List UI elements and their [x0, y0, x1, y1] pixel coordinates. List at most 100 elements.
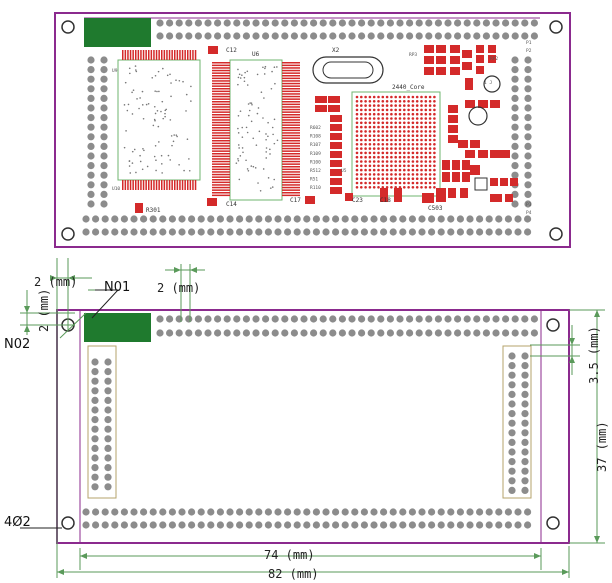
- header-pin: [281, 19, 289, 27]
- u6-pin: [282, 121, 300, 124]
- header-pin: [159, 521, 167, 529]
- bga-ball: [355, 143, 359, 146]
- bga-ball: [364, 100, 367, 103]
- bga-ball: [415, 134, 419, 137]
- bga-ball: [415, 155, 419, 159]
- bga-ball: [407, 160, 410, 163]
- silk-dot: [142, 117, 145, 120]
- smd-part: [490, 100, 500, 108]
- bga-ball: [385, 112, 389, 116]
- header-pin: [281, 329, 289, 337]
- top-view-board: C12 U6 X2 2440_Core C14 C17 C23 C503 R30…: [54, 12, 571, 248]
- header-pin: [504, 215, 512, 223]
- silk-dot: [190, 100, 192, 102]
- bga-ball: [364, 155, 367, 159]
- bga-ball: [433, 155, 436, 159]
- header-pin: [87, 104, 95, 112]
- bga-ball: [420, 147, 423, 150]
- header-pin: [360, 215, 368, 223]
- header-pin: [255, 215, 263, 223]
- u9-pin: [122, 50, 124, 60]
- u6-pin: [212, 77, 230, 80]
- header-pin: [521, 419, 529, 427]
- bga-ball: [368, 134, 372, 137]
- u9-pin: [184, 180, 186, 190]
- u6-pin: [282, 171, 300, 173]
- silk-dot: [134, 65, 137, 67]
- header-pin: [252, 329, 260, 337]
- bottom-header-pins: [82, 315, 539, 529]
- silk-dot: [135, 70, 138, 73]
- silk-dot: [166, 74, 169, 77]
- silk-dot: [154, 74, 157, 77]
- bga-ball: [364, 173, 367, 176]
- header-pin: [104, 473, 112, 481]
- header-pin: [100, 94, 108, 102]
- header-pin: [495, 521, 503, 529]
- label-r512: R512: [310, 168, 321, 174]
- silk-dot: [126, 109, 129, 112]
- bga-ball: [368, 186, 372, 189]
- bga-ball: [403, 164, 406, 168]
- header-pin: [502, 32, 510, 40]
- header-pin: [242, 32, 250, 40]
- bga-ball: [360, 181, 363, 185]
- u6-pin: [212, 160, 230, 163]
- header-pin: [92, 521, 100, 529]
- silk-dot: [175, 79, 177, 82]
- silk-dot: [267, 177, 270, 179]
- bga-ball: [385, 147, 389, 150]
- header-pin: [87, 152, 95, 160]
- u9-pin: [148, 180, 150, 190]
- silk-dot: [135, 171, 137, 174]
- header-pin: [530, 32, 539, 40]
- bga-ball: [428, 168, 432, 172]
- bga-ball: [368, 173, 372, 176]
- bga-ball: [394, 112, 398, 116]
- bga-ball: [355, 130, 359, 133]
- bga-ball: [394, 151, 398, 155]
- smd-part: [462, 62, 472, 70]
- header-pin: [87, 142, 95, 150]
- header-pin: [521, 352, 529, 360]
- u9-pin: [153, 50, 155, 60]
- silk-dot: [167, 154, 170, 157]
- u6-pin: [282, 129, 300, 132]
- smd-part: [465, 100, 475, 108]
- header-pin: [514, 215, 522, 223]
- u9-silk-dots: [123, 65, 192, 174]
- header-pin: [418, 508, 426, 516]
- bga-ball: [394, 147, 398, 150]
- u9-pin: [168, 180, 171, 190]
- bga-ball: [398, 125, 402, 129]
- header-pin: [188, 228, 196, 236]
- bga-ball: [398, 143, 402, 146]
- u6-pin: [282, 176, 300, 178]
- header-pin: [300, 315, 308, 323]
- bga-ball: [398, 155, 402, 159]
- silk-dot: [162, 117, 165, 120]
- u9-pin: [129, 180, 132, 190]
- bga-ball: [415, 181, 419, 185]
- u9-pin: [155, 50, 158, 60]
- header-pin: [348, 19, 356, 27]
- header-pin: [178, 215, 186, 223]
- u6-pin: [212, 88, 230, 90]
- bga-ball: [407, 143, 410, 146]
- bga-ball: [390, 134, 393, 137]
- header-pin: [444, 32, 452, 40]
- silk-dot: [265, 138, 267, 141]
- bga-ball: [433, 173, 436, 176]
- silk-dot: [160, 154, 163, 157]
- header-pin: [130, 521, 138, 529]
- smd-part: [380, 188, 388, 202]
- silk-dot: [160, 163, 163, 165]
- header-pin: [223, 32, 231, 40]
- header-pin: [521, 477, 529, 485]
- bga-ball: [403, 143, 406, 146]
- header-pin: [492, 32, 500, 40]
- bga-ball: [407, 147, 410, 150]
- bga-ball: [377, 164, 380, 168]
- header-pin: [312, 508, 320, 516]
- silk-dot: [242, 151, 244, 154]
